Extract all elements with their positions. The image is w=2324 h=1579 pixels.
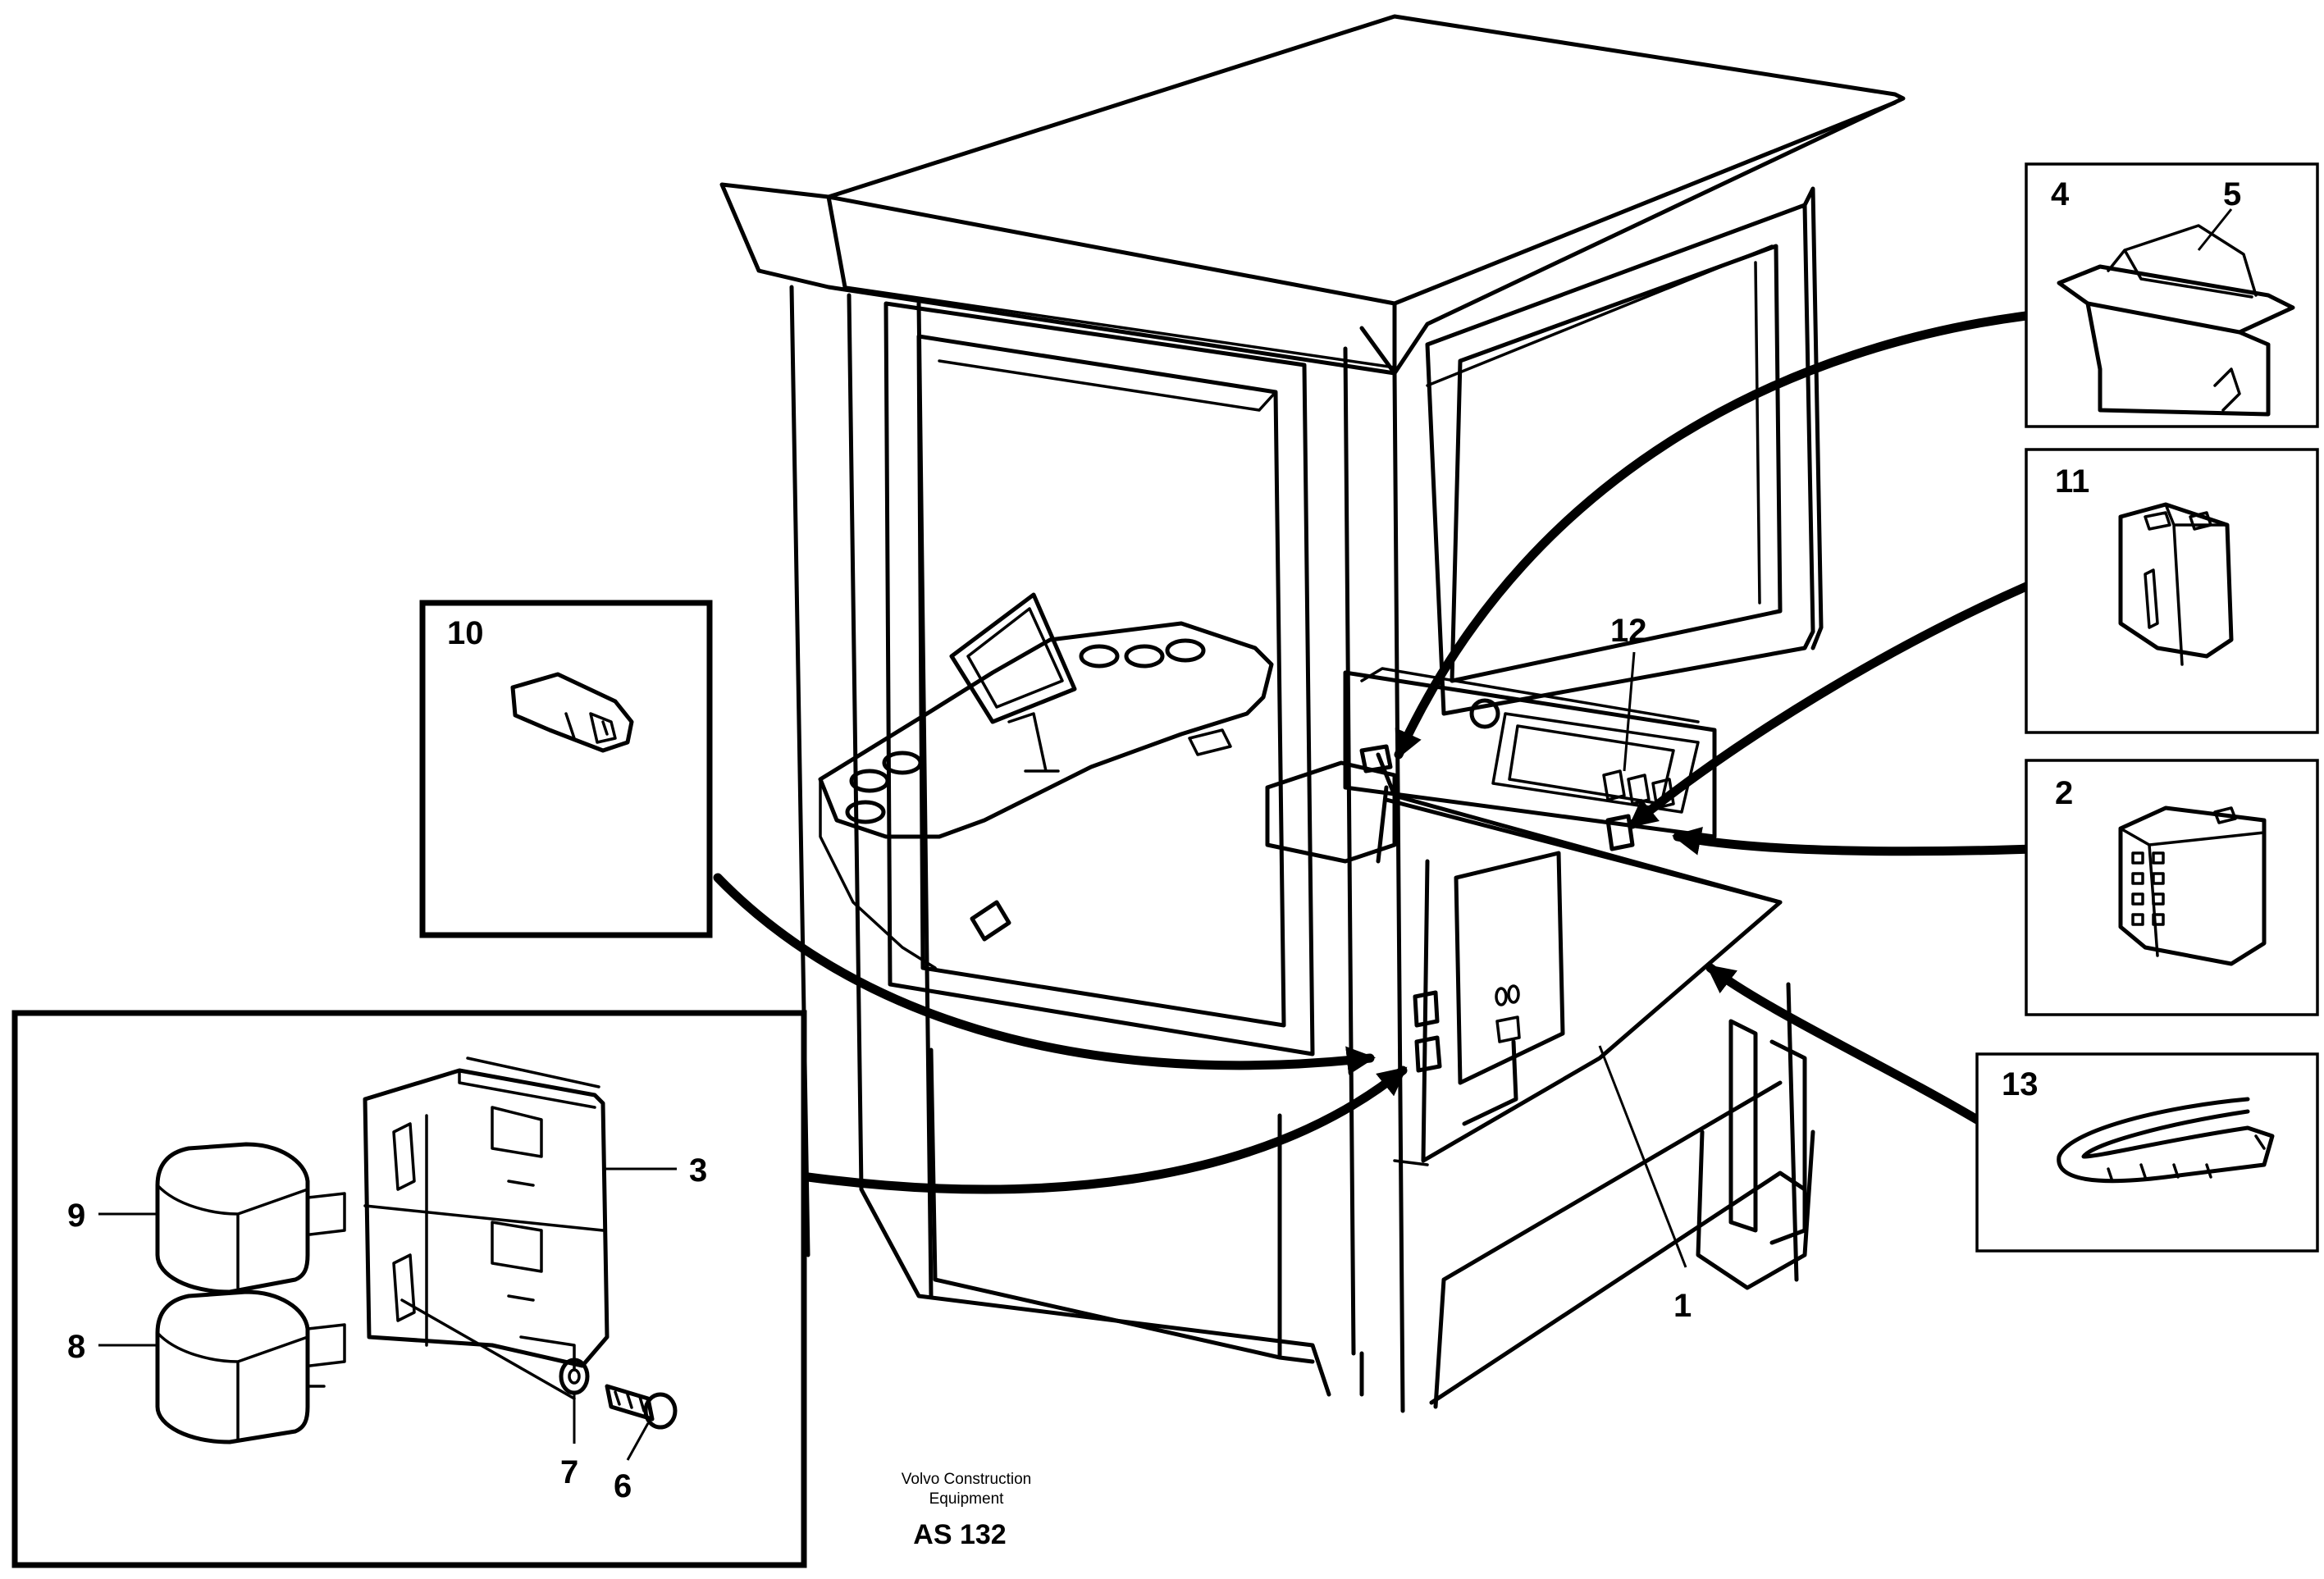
callout-13: 13 [2002,1066,2039,1102]
cable-tie-drawing [2057,1097,2275,1184]
callout-9: 9 [67,1198,85,1234]
pointer-arrows [713,311,2039,1194]
connector-11-drawing [2118,502,2234,666]
callout-4: 4 [2051,176,2070,212]
inset-relay-group [11,1010,807,1568]
callout-5: 5 [2223,176,2241,212]
leader-lines [98,208,2233,1461]
callout-labels: 1 2 3 4 5 6 7 8 9 10 11 12 13 [67,176,2241,1504]
drawing-code: AS 132 [913,1519,1006,1550]
callout-6: 6 [614,1468,632,1504]
inset-part-2 [2025,759,2319,1016]
connector-2-drawing [2118,805,2267,966]
screw-6-drawing [605,1384,678,1430]
inset-part-11 [2025,448,2319,734]
inset-part-10 [419,600,713,938]
inset-part-13 [1975,1052,2319,1253]
company-name-line1: Volvo Construction [902,1471,1031,1488]
callout-10: 10 [447,615,484,651]
callout-8: 8 [67,1329,85,1365]
relay-socket-3-drawing [363,1056,610,1400]
callout-2: 2 [2055,775,2073,811]
callout-1: 1 [1673,1288,1692,1324]
drawing-footer: Volvo Construction Equipment AS 132 [902,1471,1031,1550]
company-name-line2: Equipment [929,1490,1005,1508]
callout-3: 3 [689,1152,707,1189]
rocker-switch-drawing [2057,224,2295,417]
callout-11: 11 [2055,463,2089,500]
callout-12: 12 [1610,613,1647,649]
cab-drawing [719,14,1906,1413]
callout-7: 7 [560,1454,578,1490]
relay-8-drawing [155,1289,346,1444]
relay-9-drawing [155,1142,346,1294]
inset-switch-4-5 [2025,162,2319,428]
connector-10-drawing [510,672,634,753]
